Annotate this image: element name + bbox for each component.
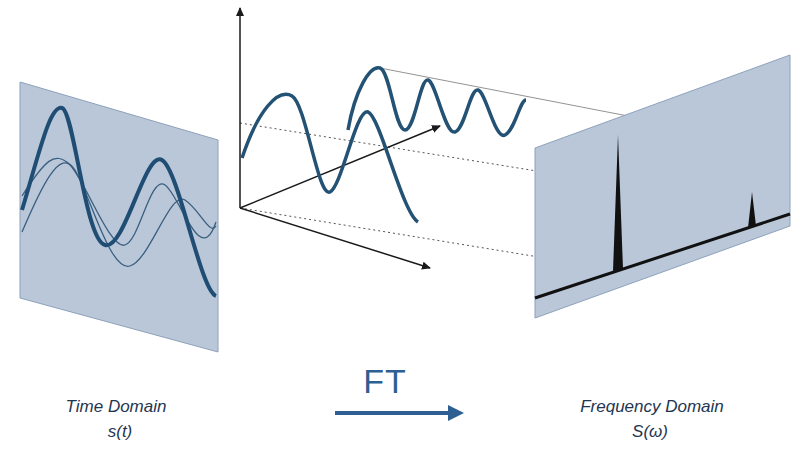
time-panel (20, 82, 218, 352)
transform-arrow (335, 411, 452, 415)
axis (239, 8, 241, 208)
function-label: s(t) (108, 422, 133, 442)
sum-wave (22, 108, 216, 296)
domain-label: Frequency Domain (580, 397, 724, 417)
axis (240, 208, 430, 268)
transform-arrowhead (448, 405, 464, 421)
domain-label: Time Domain (66, 397, 167, 417)
frequency-panel (535, 55, 790, 318)
spectral-peak (748, 192, 756, 228)
low-frequency-wave (242, 94, 418, 222)
transform-label: FT (363, 362, 407, 401)
axis (240, 126, 440, 208)
spectral-peak (613, 135, 623, 271)
function-label: S(ω) (632, 422, 668, 442)
high-frequency-wave (348, 68, 526, 136)
